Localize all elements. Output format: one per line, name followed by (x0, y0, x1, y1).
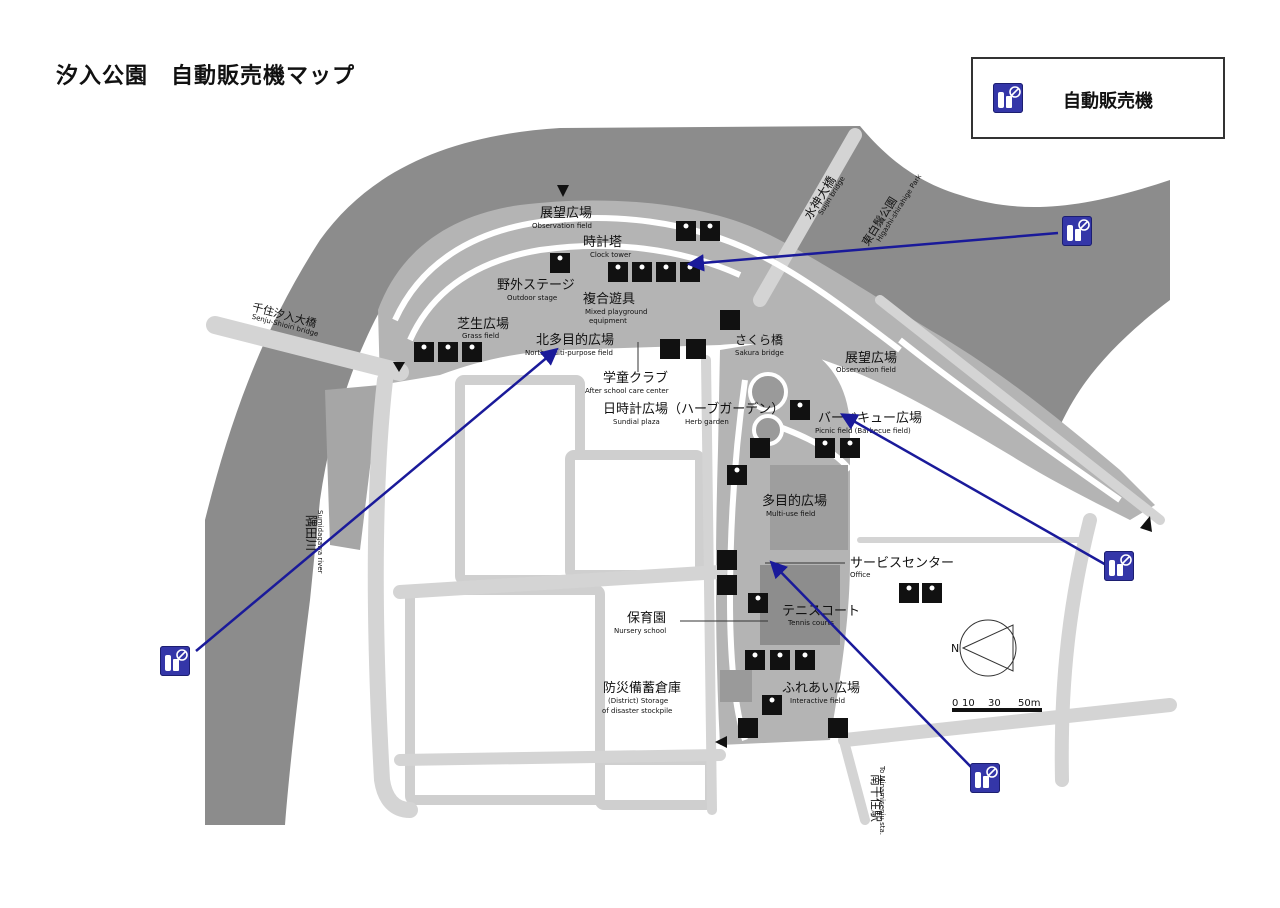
scale-bar: 0 10 30 50m (952, 698, 1042, 712)
label-outdoor-stage-en: Outdoor stage (507, 294, 557, 302)
label-sundial: 日時計広場（ハーブガーデン） (603, 401, 784, 417)
vending-machine-icon[interactable] (1062, 216, 1092, 246)
page-title: 汐入公園 自動販売機マップ (56, 64, 356, 89)
label-sakura-bridge: さくら橋 (735, 333, 783, 347)
vending-machine-icon[interactable] (1104, 551, 1134, 581)
label-clock-tower: 時計塔 (583, 234, 622, 250)
compass: N (951, 619, 1017, 677)
arrow-south (769, 560, 973, 769)
scale-label-30: 30 (988, 698, 1001, 709)
arrow-north-center (686, 231, 1059, 272)
label-nursery-en: Nursery school (614, 627, 666, 635)
label-playground-en1: Mixed playground (585, 308, 647, 316)
vending-machine-icon[interactable] (970, 763, 1000, 793)
label-service-center-en: Office (850, 571, 870, 579)
label-storage-en1: (District) Storage (608, 697, 668, 705)
vending-machine-icon (993, 83, 1023, 113)
label-river-en: Sumidagawa river (316, 510, 324, 574)
label-playground-en2: equipment (589, 317, 627, 325)
label-grass-field: 芝生広場 (457, 316, 509, 332)
vending-machine-icon[interactable] (160, 646, 190, 676)
label-interactive: ふれあい広場 (782, 681, 860, 696)
vending-arrows (195, 231, 1109, 769)
legend-box: 自動販売機 (971, 57, 1225, 139)
label-storage: 防災備蓄倉庫 (603, 680, 681, 696)
label-station: 南千住駅 (869, 774, 884, 822)
label-observation-e-en: Observation field (836, 366, 896, 374)
label-observation-nw-en: Observation field (532, 222, 592, 230)
storage-building (720, 670, 752, 702)
scale-label-10: 10 (962, 698, 975, 709)
direction-markers (393, 185, 1152, 748)
label-clock-tower-en: Clock tower (590, 251, 631, 259)
facility-icons (414, 221, 942, 738)
label-north-multi-en: North multi-purpose field (525, 349, 613, 357)
label-playground: 複合遊具 (583, 291, 635, 307)
legend-label: 自動販売機 (1063, 91, 1153, 112)
label-tennis-en: Tennis courts (787, 619, 834, 627)
label-nursery: 保育園 (627, 610, 666, 626)
arrow-east (839, 413, 1109, 568)
label-multi-use-en: Multi-use field (766, 510, 815, 518)
label-storage-en2: of disaster stockpile (602, 707, 672, 715)
compass-north-label: N (951, 642, 959, 655)
label-sundial-en1: Sundial plaza (613, 418, 660, 426)
label-after-school: 学童クラブ (603, 370, 668, 386)
river (205, 126, 1170, 825)
label-barbecue-en: Picnic field (Barbecue field) (815, 427, 911, 435)
label-north-multi: 北多目的広場 (536, 332, 614, 348)
park-strip-west (325, 385, 380, 550)
label-sundial-en2: Herb garden (685, 418, 729, 426)
scale-label-50m: 50m (1018, 698, 1040, 709)
label-observation-nw: 展望広場 (540, 205, 592, 221)
label-interactive-en: Interactive field (790, 697, 845, 705)
sundial-plaza (748, 372, 788, 412)
label-after-school-en: After school care center (585, 387, 669, 395)
label-outdoor-stage: 野外ステージ (497, 278, 575, 293)
label-observation-e: 展望広場 (845, 350, 897, 366)
label-river: 隅田川 (304, 515, 318, 551)
label-grass-field-en: Grass field (462, 332, 499, 340)
arrow-west (195, 347, 559, 652)
label-barbecue: バーベキュー広場 (818, 411, 922, 426)
label-station-en: To Minamisenju sta. (878, 765, 886, 835)
label-sakura-bridge-en: Sakura bridge (735, 349, 784, 357)
roads (206, 128, 1177, 825)
label-multi-use: 多目的広場 (762, 493, 827, 509)
label-service-center: サービスセンター (850, 556, 954, 571)
facility-icon-glyphs (421, 223, 935, 703)
scale-label-0: 0 (952, 698, 958, 709)
park-area-north (378, 200, 1155, 521)
multi-use-field (770, 465, 848, 550)
